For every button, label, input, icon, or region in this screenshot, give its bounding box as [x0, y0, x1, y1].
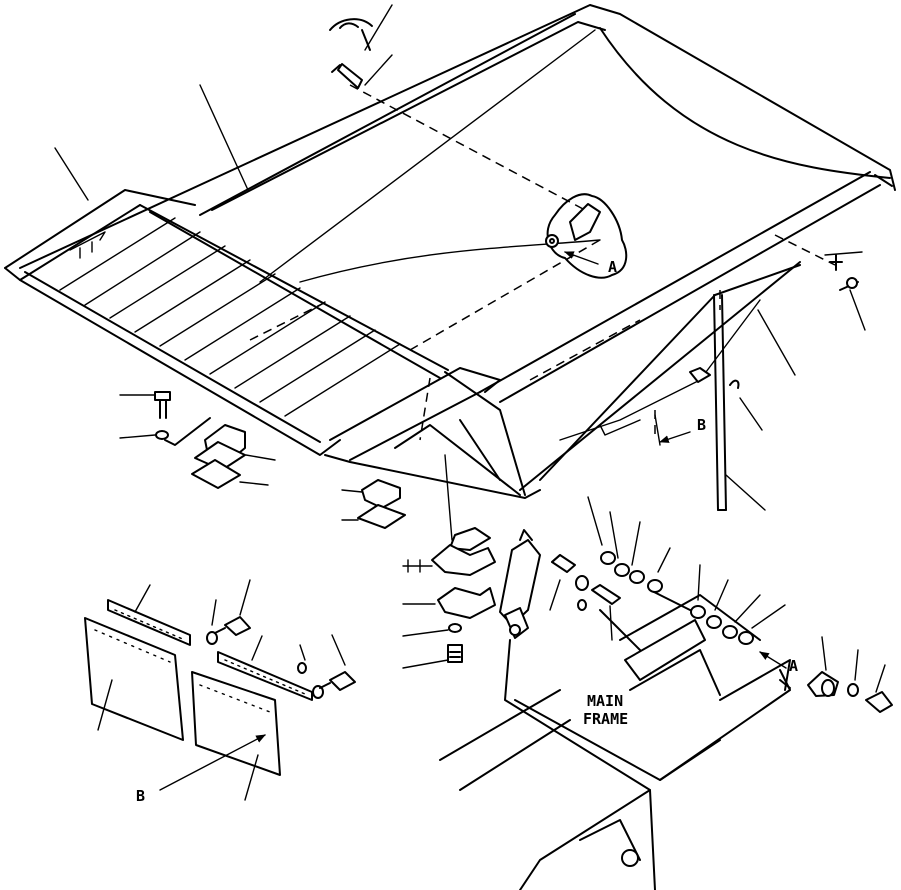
- main-frame: [439, 589, 791, 890]
- ref-a-lower-label: A: [789, 657, 798, 675]
- left-hardware: [154, 391, 406, 529]
- top-hardware: [329, 18, 859, 389]
- ref-b-lower-label: B: [136, 787, 145, 805]
- canopy-frame: [4, 189, 541, 499]
- middle-hardware: [431, 527, 496, 663]
- detail-a-callout: [545, 193, 628, 279]
- hidden-lines: [249, 84, 836, 441]
- right-side-rail: [394, 171, 881, 496]
- canopy-slats: [59, 217, 401, 417]
- ref-a-upper-label: A: [608, 258, 617, 276]
- hoist-cylinder: [499, 529, 541, 639]
- flap-bolts: [206, 616, 356, 699]
- reference-arrows: [159, 251, 787, 791]
- support-rod: [713, 294, 727, 511]
- ref-b-right-label: B: [697, 416, 706, 434]
- mud-flaps: [84, 599, 313, 776]
- main-frame-label-line2: FRAME: [583, 710, 628, 728]
- main-frame-label-line1: MAIN: [587, 692, 623, 710]
- leader-lines: [54, 4, 886, 801]
- pivot-hardware: [551, 551, 893, 713]
- dump-body: [19, 4, 896, 283]
